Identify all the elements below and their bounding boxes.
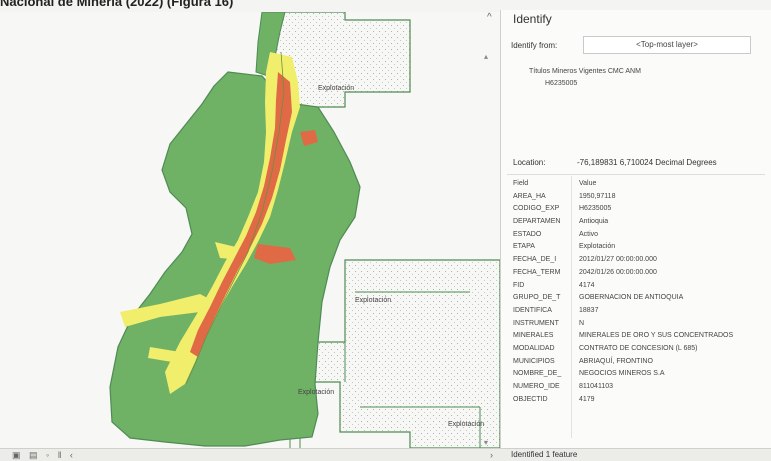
table-row[interactable]: NUMERO_IDE 811041103: [507, 381, 769, 394]
field-value: 1950,97118: [579, 192, 616, 200]
field-value: 4174: [579, 281, 595, 289]
map-canvas[interactable]: Explotación Explotación Explotación Expl…: [0, 12, 500, 448]
field-name: ESTADO: [513, 230, 542, 238]
river-buffer-yellow-branch: [120, 242, 242, 362]
field-value: Explotación: [579, 243, 616, 251]
field-value: CONTRATO DE CONCESION (L 685): [579, 344, 698, 352]
map-label: Explotación: [318, 85, 354, 92]
location-value: -76,189831 6,710024 Decimal Degrees: [577, 158, 717, 167]
caret-up-icon[interactable]: ^: [487, 12, 492, 23]
field-value: Antioquia: [579, 218, 609, 226]
map-label: Explotación: [355, 297, 391, 304]
field-value: N: [579, 319, 585, 327]
layout-view-icons[interactable]: ▣ ▤ ◦ ‖ ‹: [12, 450, 76, 460]
map-label: Explotación: [298, 389, 334, 396]
scroll-down-icon[interactable]: ▾: [484, 438, 489, 447]
field-name: MODALIDAD: [513, 344, 555, 352]
field-name: MINERALES: [513, 332, 554, 340]
field-name: NUMERO_IDE: [513, 383, 560, 390]
concession-polygon-south[interactable]: [299, 259, 500, 448]
table-row[interactable]: OBJECTID 4179: [507, 394, 769, 407]
field-value: 18837: [579, 306, 599, 314]
table-row[interactable]: ETAPA Explotación: [507, 241, 769, 254]
table-row[interactable]: AREA_HA 1950,97118: [507, 191, 769, 204]
field-name: FID: [513, 281, 525, 289]
field-value: H6235005: [579, 205, 612, 213]
identify-from-label: Identify from:: [511, 41, 558, 50]
field-name: MUNICIPIOS: [513, 357, 555, 365]
field-name: CODIGO_EXP: [513, 205, 560, 213]
field-name: ETAPA: [513, 243, 535, 251]
field-name: AREA_HA: [513, 192, 546, 200]
identify-from-select[interactable]: <Top-most layer>: [583, 36, 751, 54]
panel-title: Identify: [513, 12, 552, 26]
table-row[interactable]: CODIGO_EXP H6235005: [507, 203, 769, 216]
figure-caption: Nacional de Minería (2022) (Figura 16): [0, 0, 234, 9]
field-name: GRUPO_DE_T: [513, 294, 561, 302]
column-header-field[interactable]: Field: [513, 180, 529, 187]
table-row[interactable]: MODALIDAD CONTRATO DE CONCESION (L 685): [507, 343, 769, 356]
field-name: FECHA_DE_I: [513, 256, 557, 264]
map-label: Explotación: [448, 421, 484, 428]
field-name: INSTRUMENT: [513, 319, 559, 327]
field-value: 811041103: [579, 383, 613, 390]
table-header: Field Value: [507, 178, 769, 191]
field-name: OBJECTID: [513, 395, 548, 403]
scroll-up-icon[interactable]: ▴: [484, 52, 489, 61]
river-core-red-patch: [254, 130, 318, 264]
map-scrollbar[interactable]: ▴ ▾: [484, 52, 494, 448]
table-row[interactable]: MUNICIPIOS ABRIAQUÍ, FRONTINO: [507, 356, 769, 369]
identify-status: Identified 1 feature: [511, 450, 578, 459]
map-status-bar: ▣ ▤ ◦ ‖ ‹ ›: [0, 448, 771, 461]
identify-panel: ^ Identify Identify from: <Top-most laye…: [487, 10, 771, 459]
river-buffer-yellow: [165, 52, 300, 394]
map-view[interactable]: Explotación Explotación Explotación Expl…: [0, 12, 500, 448]
feature-tree-item[interactable]: H6235005: [545, 80, 578, 87]
table-row[interactable]: FECHA_DE_I 2012/01/27 00:00:00.000: [507, 254, 769, 267]
river-core-red: [190, 72, 292, 357]
table-row[interactable]: IDENTIFICA 18837: [507, 305, 769, 318]
table-row[interactable]: INSTRUMENT N: [507, 318, 769, 331]
location-label: Location:: [513, 158, 546, 167]
field-value: MINERALES DE ORO Y SUS CONCENTRADOS: [579, 332, 734, 340]
field-value: ABRIAQUÍ, FRONTINO: [579, 357, 653, 365]
column-divider[interactable]: [571, 176, 572, 438]
river-centerline: [185, 51, 285, 385]
scroll-right-icon[interactable]: ›: [490, 450, 493, 460]
field-value: 4179: [579, 395, 595, 403]
column-header-value[interactable]: Value: [579, 180, 597, 187]
table-row[interactable]: ESTADO Activo: [507, 229, 769, 242]
table-row[interactable]: FID 4174: [507, 280, 769, 293]
field-name: DEPARTAMEN: [513, 218, 561, 226]
layer-tree-item[interactable]: Títulos Mineros Vigentes CMC ANM: [529, 68, 641, 75]
field-value: 2042/01/26 00:00:00.000: [579, 268, 657, 276]
field-name: IDENTIFICA: [513, 306, 552, 314]
table-row[interactable]: DEPARTAMEN Antioquia: [507, 216, 769, 229]
field-value: GOBERNACION DE ANTIOQUIA: [579, 294, 684, 302]
table-row[interactable]: MINERALES MINERALES DE ORO Y SUS CONCENTR…: [507, 330, 769, 343]
table-row[interactable]: GRUPO_DE_T GOBERNACION DE ANTIOQUIA: [507, 292, 769, 305]
field-value: 2012/01/27 00:00:00.000: [579, 256, 657, 264]
field-name: FECHA_TERM: [513, 268, 561, 276]
field-value: Activo: [579, 230, 599, 238]
divider: [507, 174, 765, 175]
table-row[interactable]: FECHA_TERM 2042/01/26 00:00:00.000: [507, 267, 769, 280]
field-name: NOMBRE_DE_: [513, 370, 562, 378]
table-row[interactable]: NOMBRE_DE_ NEGOCIOS MINEROS S.A: [507, 368, 769, 381]
field-value: NEGOCIOS MINEROS S.A: [579, 370, 665, 378]
